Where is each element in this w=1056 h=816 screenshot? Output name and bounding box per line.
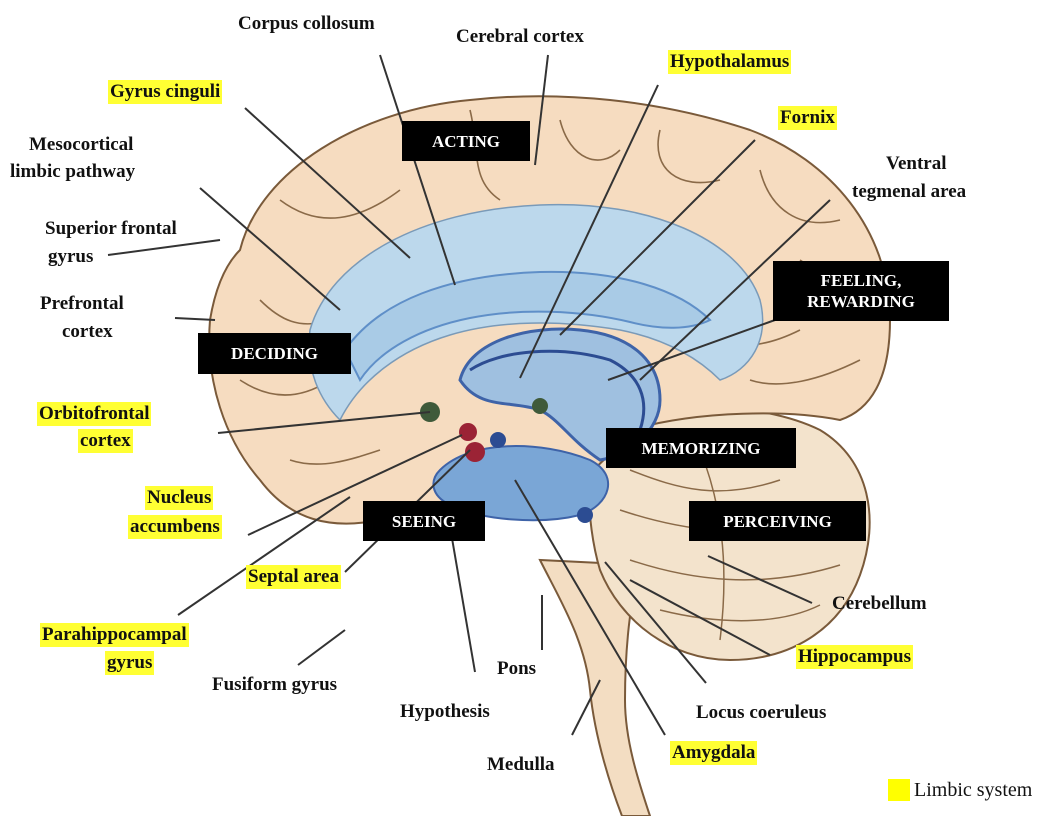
label-orbitofrontal-2: cortex bbox=[78, 429, 133, 453]
node-accumbens-1 bbox=[459, 423, 477, 441]
label-septal-area: Septal area bbox=[246, 565, 341, 589]
label-mesocortical-1: Mesocortical bbox=[29, 133, 133, 157]
function-deciding: DECIDING bbox=[198, 333, 351, 374]
label-prefrontal-1: Prefrontal bbox=[40, 292, 124, 316]
label-corpus-collosum: Corpus collosum bbox=[238, 12, 375, 36]
label-hypothalamus: Hypothalamus bbox=[668, 50, 791, 74]
label-mesocortical-2: limbic pathway bbox=[10, 160, 135, 184]
function-perceiving: PERCEIVING bbox=[689, 501, 866, 541]
label-ventral-2: tegmenal area bbox=[852, 180, 966, 204]
label-amygdala: Amygdala bbox=[670, 741, 757, 765]
function-acting: ACTING bbox=[402, 121, 530, 161]
label-cerebral-cortex: Cerebral cortex bbox=[456, 25, 584, 49]
function-feeling-rewarding: FEELING, REWARDING bbox=[773, 261, 949, 321]
label-nucleus-1: Nucleus bbox=[145, 486, 213, 510]
label-pons: Pons bbox=[497, 657, 536, 681]
label-locus-coeruleus: Locus coeruleus bbox=[696, 701, 826, 725]
label-ventral-1: Ventral bbox=[886, 152, 947, 176]
function-feeling-line2: REWARDING bbox=[807, 291, 915, 312]
function-seeing: SEEING bbox=[363, 501, 485, 541]
label-hippocampus: Hippocampus bbox=[796, 645, 913, 669]
legend-label: Limbic system bbox=[914, 779, 1032, 802]
label-cerebellum: Cerebellum bbox=[832, 592, 927, 616]
label-superior-frontal-2: gyrus bbox=[48, 245, 93, 269]
label-nucleus-2: accumbens bbox=[128, 515, 222, 539]
function-memorizing: MEMORIZING bbox=[606, 428, 796, 468]
label-orbitofrontal-1: Orbitofrontal bbox=[37, 402, 151, 426]
label-medulla: Medulla bbox=[487, 753, 555, 777]
label-parahippocampal-2: gyrus bbox=[105, 651, 154, 675]
node-amygdala bbox=[490, 432, 506, 448]
label-gyrus-cinguli: Gyrus cinguli bbox=[108, 80, 222, 104]
node-locus bbox=[577, 507, 593, 523]
label-prefrontal-2: cortex bbox=[62, 320, 113, 344]
label-superior-frontal-1: Superior frontal bbox=[45, 217, 177, 241]
label-fornix: Fornix bbox=[778, 106, 837, 130]
label-hypothesis: Hypothesis bbox=[400, 700, 490, 724]
label-parahippocampal-1: Parahippocampal bbox=[40, 623, 189, 647]
label-fusiform-gyrus: Fusiform gyrus bbox=[212, 673, 337, 697]
node-vta bbox=[532, 398, 548, 414]
function-feeling-line1: FEELING, bbox=[821, 270, 902, 291]
legend: Limbic system bbox=[888, 778, 1032, 802]
legend-swatch bbox=[888, 779, 910, 801]
